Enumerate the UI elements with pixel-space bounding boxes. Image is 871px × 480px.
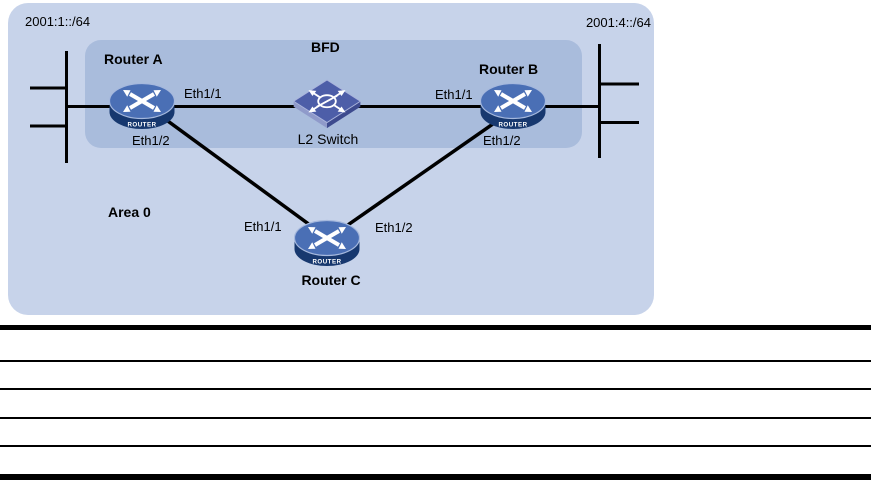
subnet-left-label: 2001:1::/64 (25, 14, 91, 29)
empty-table (0, 325, 871, 480)
bfd-label: BFD (311, 39, 340, 55)
router-b-icon: ROUTER (479, 82, 547, 135)
link-b-c (331, 108, 514, 238)
router-c-eth1-label: Eth1/1 (244, 219, 282, 234)
router-b-label: Router B (479, 61, 539, 77)
table-row (0, 447, 871, 474)
l2-switch-label: L2 Switch (297, 131, 359, 147)
router-badge-text: ROUTER (312, 259, 341, 266)
router-badge-text: ROUTER (498, 122, 527, 129)
router-c-label: Router C (301, 272, 361, 288)
table-row (0, 330, 871, 362)
table-row (0, 362, 871, 390)
subnet-right-label: 2001:4::/64 (585, 15, 651, 30)
router-a-icon: ROUTER (108, 82, 176, 135)
router-arrows-icon (313, 229, 341, 247)
table-row (0, 419, 871, 447)
router-b-eth1-label: Eth1/1 (435, 87, 473, 102)
router-arrows-icon (128, 92, 156, 110)
router-a-eth2-label: Eth1/2 (132, 133, 170, 148)
link-a-c (148, 106, 327, 238)
router-b-eth2-label: Eth1/2 (483, 133, 521, 148)
area0-label: Area 0 (108, 204, 151, 220)
router-c-eth2-label: Eth1/2 (375, 220, 413, 235)
router-arrows-icon (499, 92, 527, 110)
router-a-eth1-label: Eth1/1 (184, 86, 222, 101)
table-row (0, 390, 871, 419)
router-badge-text: ROUTER (127, 122, 156, 129)
router-c-icon: ROUTER (293, 219, 361, 272)
l2-switch-icon (291, 79, 363, 134)
router-a-label: Router A (104, 51, 163, 67)
